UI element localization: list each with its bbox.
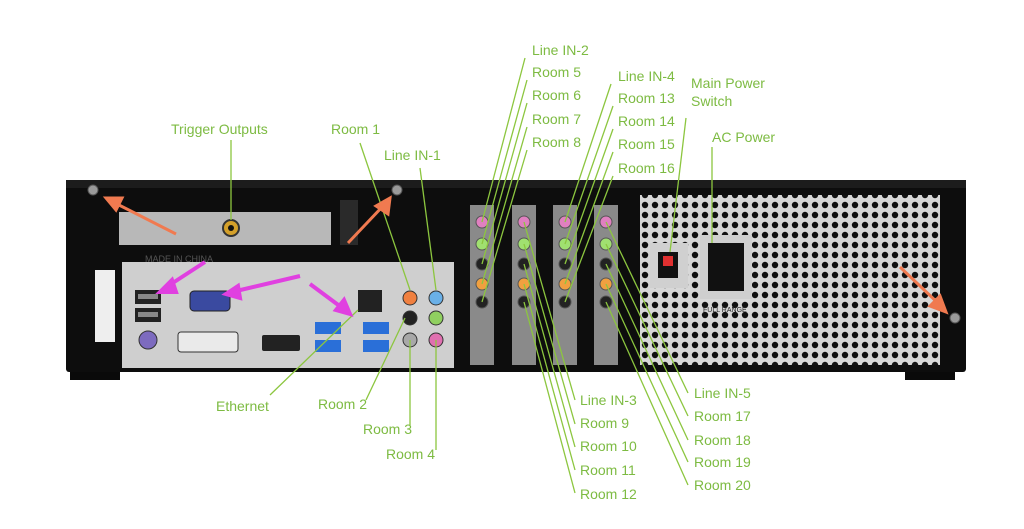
psu-panel: FULL RANGE bbox=[650, 235, 752, 314]
label-room-10: Room 10 bbox=[580, 438, 637, 454]
label-line-in-1: Line IN-1 bbox=[384, 147, 441, 163]
trigger-bracket bbox=[119, 200, 358, 245]
label-room-5: Room 5 bbox=[532, 64, 582, 80]
usb3-port-icon bbox=[363, 340, 389, 352]
vga-port-icon bbox=[189, 290, 231, 312]
label-room-16: Room 16 bbox=[618, 160, 675, 176]
label-room-8: Room 8 bbox=[532, 134, 582, 150]
label-room-15: Room 15 bbox=[618, 136, 675, 152]
label-room-2: Room 2 bbox=[318, 396, 368, 412]
leader-lines bbox=[230, 57, 713, 494]
audio-jack-icon bbox=[402, 290, 418, 306]
label-room-3: Room 3 bbox=[363, 421, 413, 437]
label-room-12: Room 12 bbox=[580, 486, 637, 502]
usb3-port-icon bbox=[315, 322, 341, 334]
label-room-4: Room 4 bbox=[386, 446, 436, 462]
label-room-19: Room 19 bbox=[694, 454, 751, 470]
psu-switch-caption: FULL RANGE bbox=[703, 307, 747, 314]
psu-vent bbox=[640, 195, 940, 365]
ethernet-port-icon bbox=[358, 290, 382, 312]
usb3-port-icon bbox=[363, 322, 389, 334]
label-ethernet: Ethernet bbox=[216, 398, 269, 414]
screw-top-left-icon bbox=[87, 184, 99, 196]
label-main-power-switch: Switch bbox=[691, 93, 733, 109]
audio-jack-icon bbox=[428, 290, 444, 306]
label-room-17: Room 17 bbox=[694, 408, 751, 424]
label-room-6: Room 6 bbox=[532, 87, 582, 103]
hdmi-port-icon bbox=[262, 335, 300, 351]
screw-bottom-right-icon bbox=[949, 312, 961, 324]
label-line-in-2: Line IN-2 bbox=[532, 42, 589, 58]
label-room-14: Room 14 bbox=[618, 113, 675, 129]
label-line-in-5: Line IN-5 bbox=[694, 385, 751, 401]
audio-jack-icon bbox=[428, 310, 444, 326]
orange-arrows bbox=[102, 195, 949, 315]
label-room-13: Room 13 bbox=[618, 90, 675, 106]
label-room-11: Room 11 bbox=[580, 462, 636, 478]
label-line-in-3: Line IN-3 bbox=[580, 392, 637, 408]
pink-arrows bbox=[155, 260, 354, 318]
label-room-1: Room 1 bbox=[331, 121, 381, 137]
label-room-7: Room 7 bbox=[532, 111, 582, 127]
screw-top-mid-icon bbox=[391, 184, 403, 196]
usb3-port-icon bbox=[315, 340, 341, 352]
label-main-power: Main Power bbox=[691, 75, 765, 91]
label-room-20: Room 20 bbox=[694, 477, 751, 493]
serial-sticker bbox=[95, 270, 115, 342]
label-room-18: Room 18 bbox=[694, 432, 751, 448]
label-trigger-outputs: Trigger Outputs bbox=[171, 121, 268, 137]
audio-jack-icon bbox=[402, 310, 418, 326]
label-ac-power: AC Power bbox=[712, 129, 776, 145]
pcie-caption: MADE IN CHINA bbox=[145, 254, 213, 264]
label-line-in-4: Line IN-4 bbox=[618, 68, 675, 84]
label-room-9: Room 9 bbox=[580, 415, 630, 431]
dvi-port-icon bbox=[177, 331, 239, 353]
ps2-port-icon bbox=[138, 330, 158, 350]
